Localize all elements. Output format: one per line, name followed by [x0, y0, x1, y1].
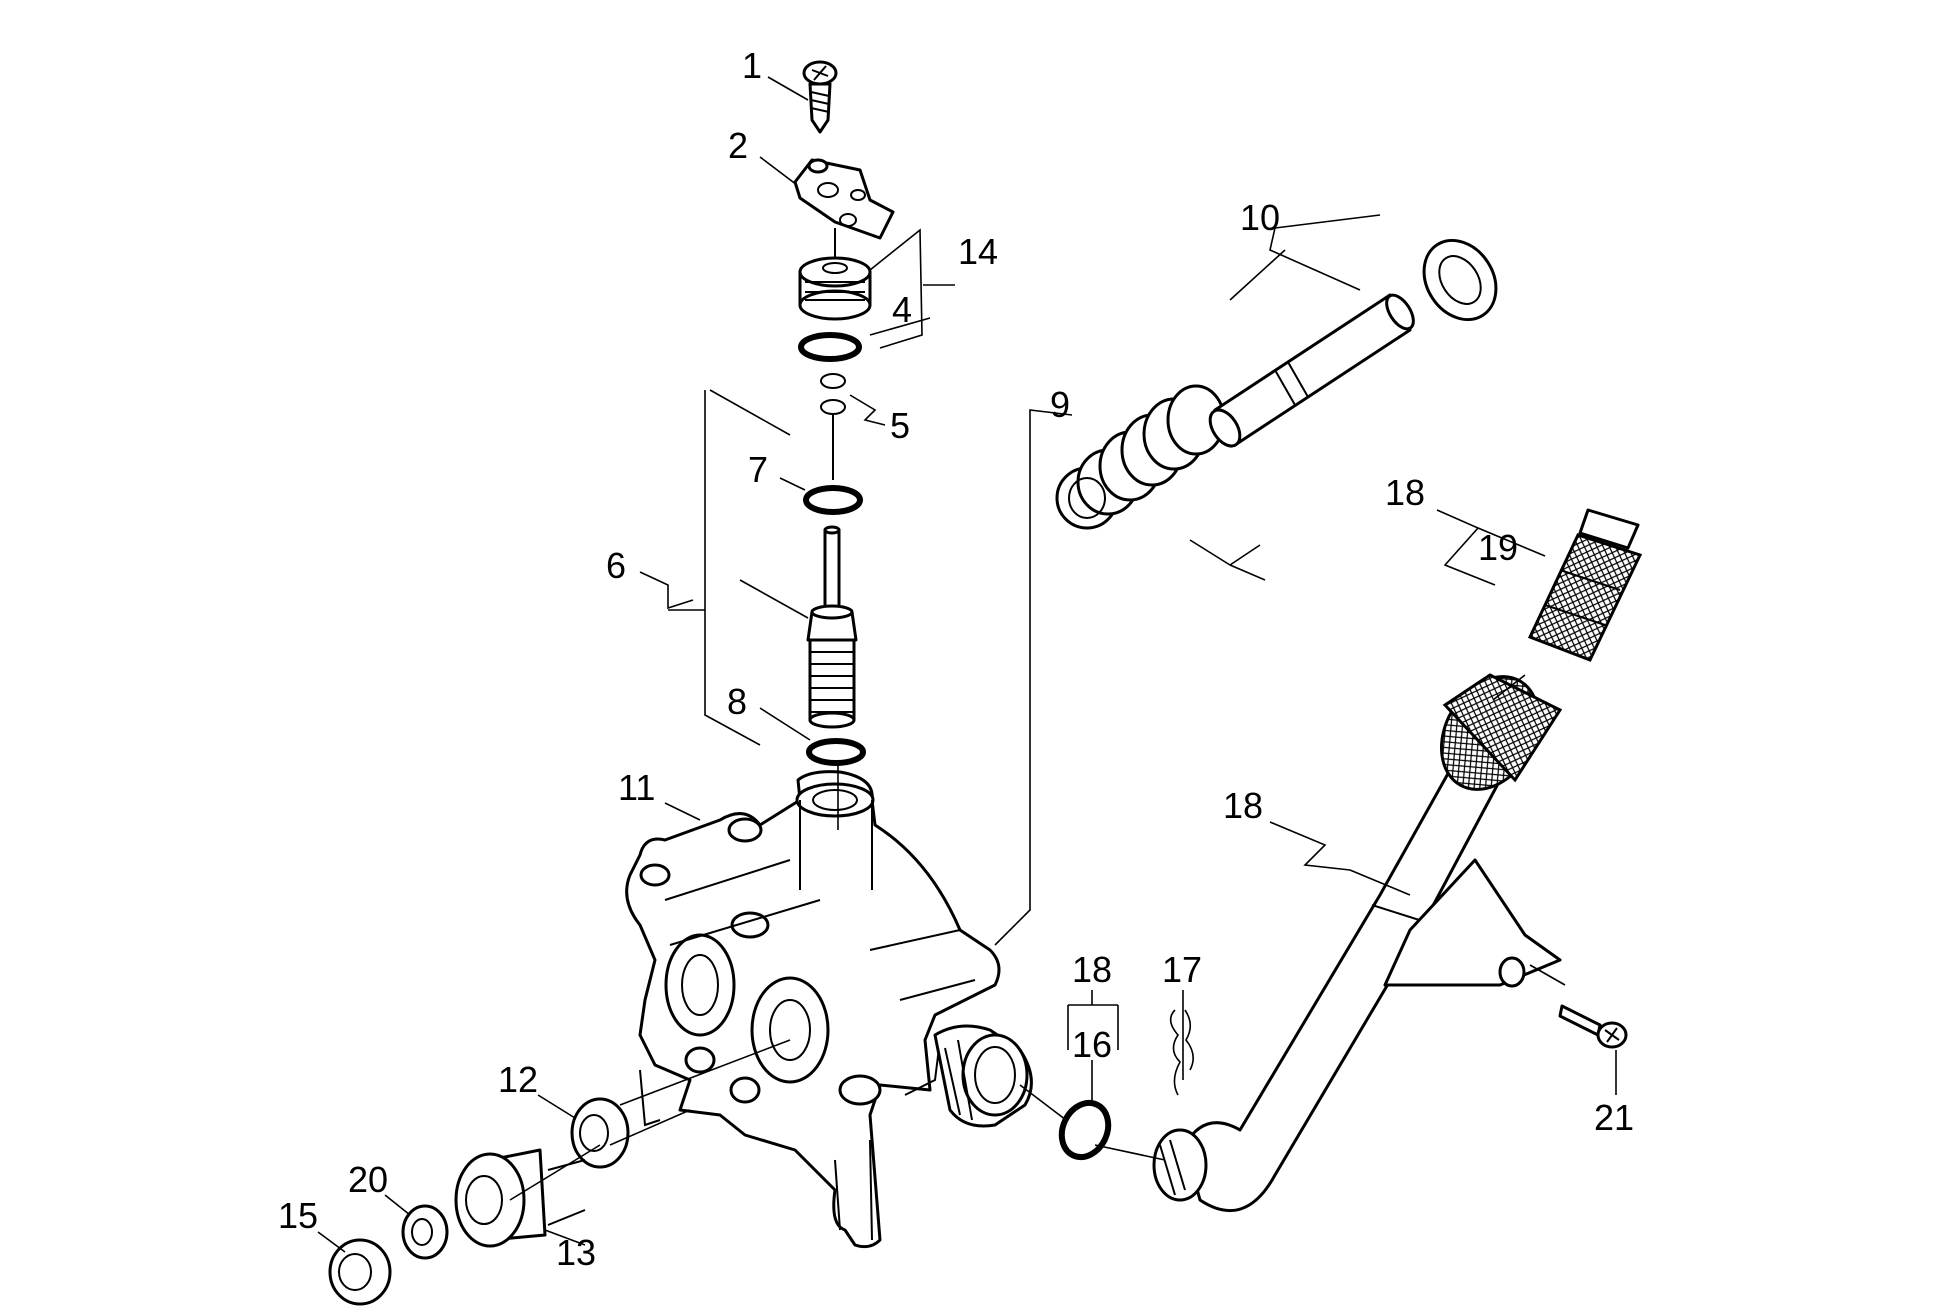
valve-stem-part-6: [806, 525, 858, 729]
o-ring-part-4: [798, 332, 862, 362]
label-part-18-top: 18: [1385, 472, 1425, 513]
valve-cap-part-14: [798, 256, 872, 321]
seal-part-15: [328, 1238, 392, 1306]
label-part-7: 7: [748, 449, 768, 490]
o-ring-part-16: [1058, 1099, 1112, 1161]
label-part-18-mid: 18: [1223, 785, 1263, 826]
label-part-15: 15: [278, 1195, 318, 1236]
plate-part-2: [793, 158, 895, 262]
label-part-16: 16: [1072, 1024, 1112, 1065]
label-part-20: 20: [348, 1159, 388, 1200]
label-part-5: 5: [890, 405, 910, 446]
label-part-11: 11: [618, 767, 655, 808]
o-ring-part-7: [803, 485, 863, 515]
label-part-9: 9: [1050, 384, 1070, 425]
label-part-8: 8: [727, 681, 747, 722]
pump-housing-part-11: [625, 770, 1001, 1249]
label-part-19: 19: [1478, 527, 1518, 568]
label-part-12: 12: [498, 1059, 538, 1100]
leader-lines: [317, 76, 1617, 1253]
label-part-10: 10: [1240, 197, 1280, 238]
label-part-4: 4: [892, 289, 912, 330]
label-part-2: 2: [728, 125, 748, 166]
suction-hose-part-17: [1152, 673, 1563, 1213]
label-part-18-bottom: 18: [1072, 949, 1112, 990]
label-part-1: 1: [742, 45, 762, 86]
outlet-connector: [933, 1024, 1033, 1128]
screw-part-21: [1558, 1004, 1628, 1049]
piston-part-10: [1208, 238, 1498, 448]
seal-part-12: [570, 1097, 630, 1169]
o-ring-part-8: [806, 738, 866, 766]
label-part-6: 6: [606, 545, 626, 586]
small-rings-part-5: [820, 373, 846, 480]
label-part-14: 14: [958, 231, 998, 272]
washer-part-20: [401, 1204, 449, 1260]
spring-part-9: [1055, 384, 1226, 530]
screw-part-1: [802, 60, 838, 134]
label-part-13: 13: [556, 1232, 596, 1273]
filter-part-19: [1527, 508, 1643, 662]
label-part-21: 21: [1594, 1097, 1634, 1138]
bearing-part-13: [454, 1148, 586, 1248]
label-part-17: 17: [1162, 949, 1202, 990]
